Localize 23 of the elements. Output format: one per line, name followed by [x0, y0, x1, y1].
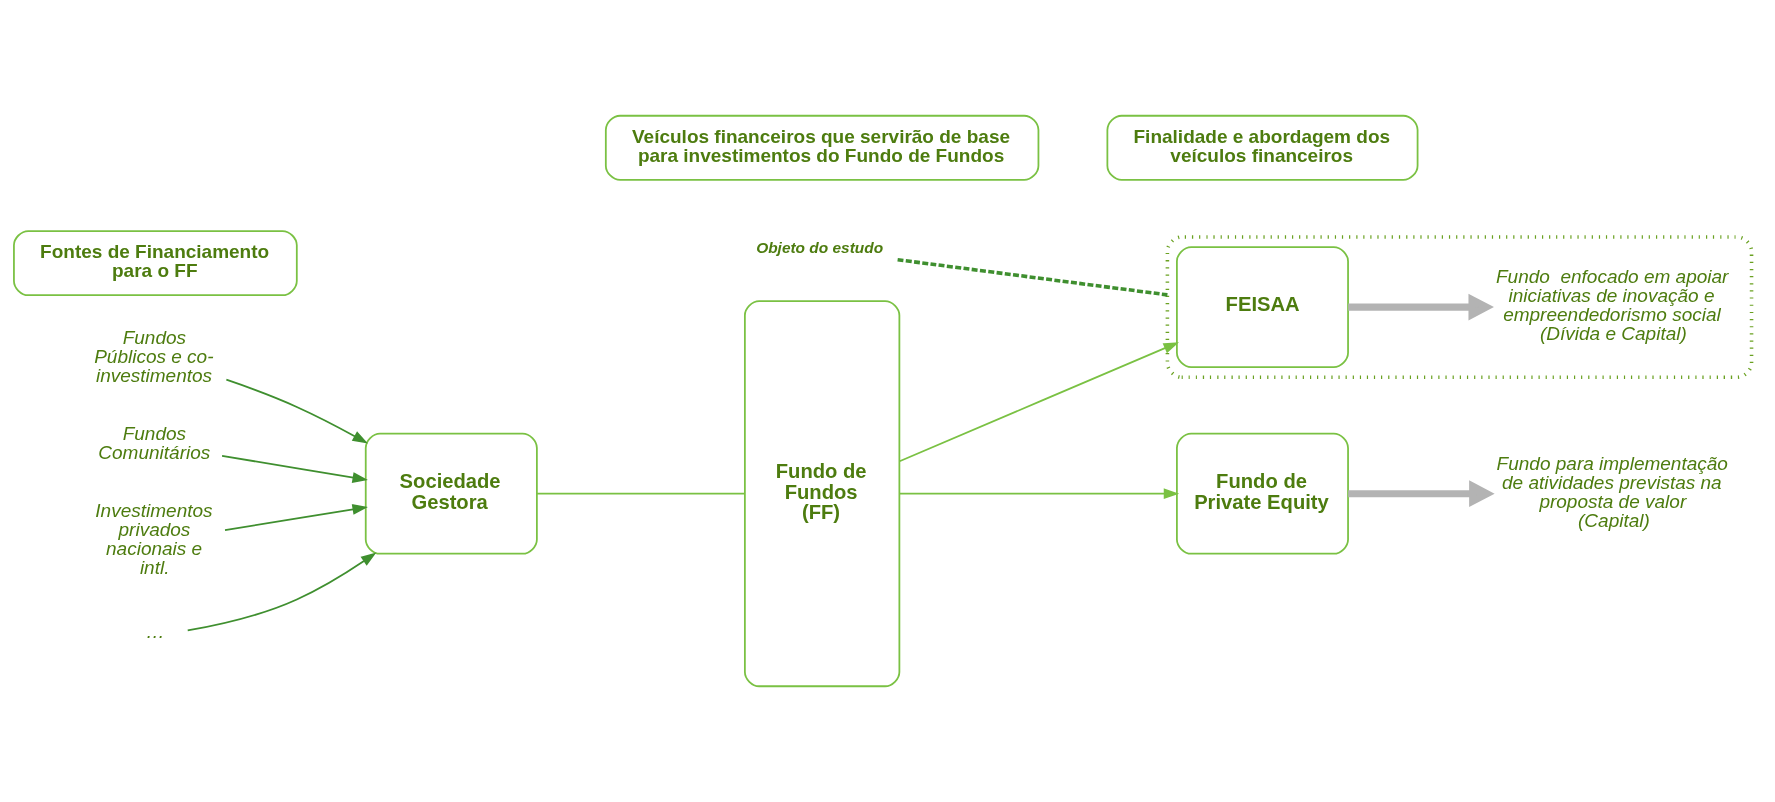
cluster [1165, 235, 1754, 379]
node-text: Fundos Comunitários [98, 422, 211, 463]
node-text: Fundo para implementação de atividades previstas na proposta de valor (Capital) [1496, 452, 1728, 531]
node-text: Fundos Públicos e co-investimentos [94, 326, 214, 386]
arrow [898, 342, 1179, 463]
node-text: … [145, 621, 165, 643]
node-box: Sociedade Gestora [364, 432, 538, 555]
node-text: Objeto do estudo [756, 238, 884, 256]
node-text: Fundo enfocado em apoiar iniciativas de inovação e empreendedorismo social (Dívida e Capital) [1496, 266, 1729, 345]
node-text: Investimentos privados nacionais e intl. [95, 500, 213, 579]
arrow [186, 552, 377, 632]
arrow [898, 488, 1180, 500]
node-box: Finalidade e abordagem dos veículos financeiros [1106, 114, 1419, 181]
node-box: Fundo de Private Equity [1176, 432, 1349, 555]
node-box: FEISAA [1176, 246, 1349, 368]
arrow [224, 504, 368, 532]
node-box: Fundo de Fundos (FF) [744, 300, 901, 688]
node-box: Fontes de Financiamento para o FF [13, 230, 298, 297]
node-box: Veículos financeiros que servirão de base para investimentos do Fundo de Fundos [604, 114, 1040, 181]
arrow [225, 378, 368, 444]
connector [897, 257, 1168, 297]
connector [536, 492, 746, 495]
arrow [221, 454, 368, 483]
